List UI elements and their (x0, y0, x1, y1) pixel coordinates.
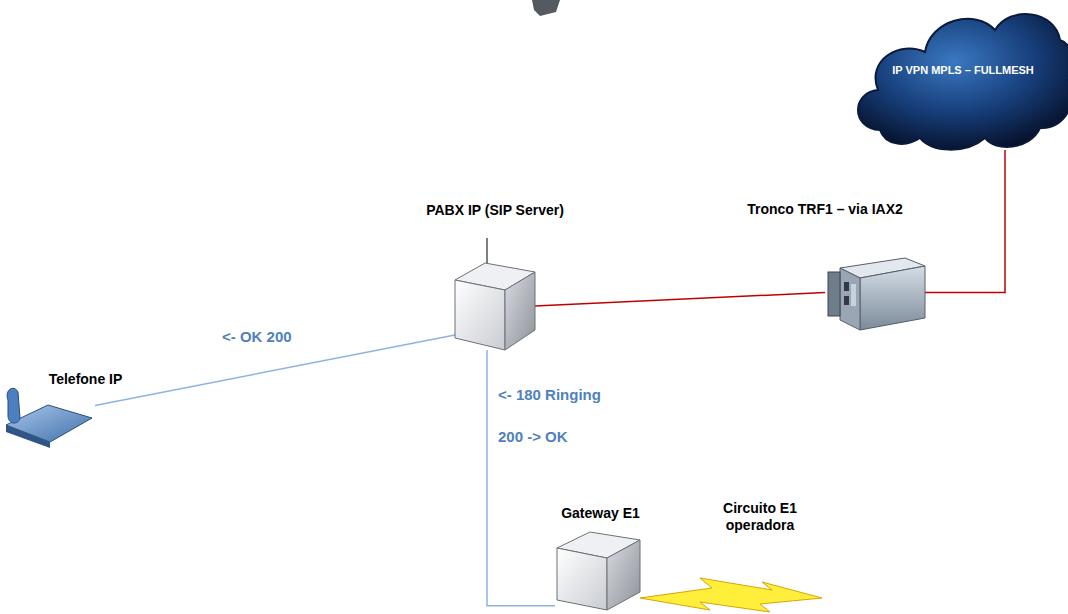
mpls-cloud (858, 14, 1068, 150)
ip-phone-icon (0, 388, 92, 448)
server-mast (486, 238, 488, 264)
server-front (455, 280, 505, 350)
signal-label: <- OK 200 (222, 328, 292, 345)
device-label: Gateway E1 (561, 505, 640, 521)
cloud-label: IP VPN MPLS – FULLMESH (892, 64, 1034, 76)
rack-front (840, 268, 860, 330)
circuit-label: Circuito E1 operadora (700, 500, 820, 534)
connector-line (535, 293, 825, 307)
e1-lightning (640, 578, 822, 612)
device-node: Gateway E1 (555, 525, 640, 610)
rack-led (844, 296, 849, 305)
gateway-icon (557, 532, 640, 610)
device-label: Telefone IP (49, 371, 123, 387)
device-label: PABX IP (SIP Server) (426, 202, 564, 218)
partial-icon (532, 0, 560, 16)
trunk-rack-icon (828, 258, 925, 330)
gateway-front (557, 548, 607, 610)
connector-line (925, 150, 1005, 293)
gateway-side (607, 540, 640, 610)
signal-label: 200 -> OK (498, 428, 568, 445)
device-node: Tronco TRF1 – via IAX2 (825, 255, 925, 330)
rack-slot (851, 284, 856, 306)
pabx-server-icon (455, 238, 535, 350)
signal-label: <- 180 Ringing (498, 386, 601, 403)
connector-line (95, 335, 455, 405)
network-cloud: IP VPN MPLS – FULLMESH (858, 0, 1068, 150)
rack-side (860, 266, 925, 330)
phone-handset (7, 388, 20, 423)
connectors (95, 150, 1005, 606)
device-node: PABX IP (SIP Server) (455, 262, 535, 350)
server-side (505, 272, 535, 350)
device-label: Tronco TRF1 – via IAX2 (747, 201, 903, 217)
rack-led (844, 282, 849, 291)
rack-ear (828, 272, 840, 316)
device-node: Telefone IP (0, 395, 95, 447)
phone-edge (6, 425, 50, 448)
